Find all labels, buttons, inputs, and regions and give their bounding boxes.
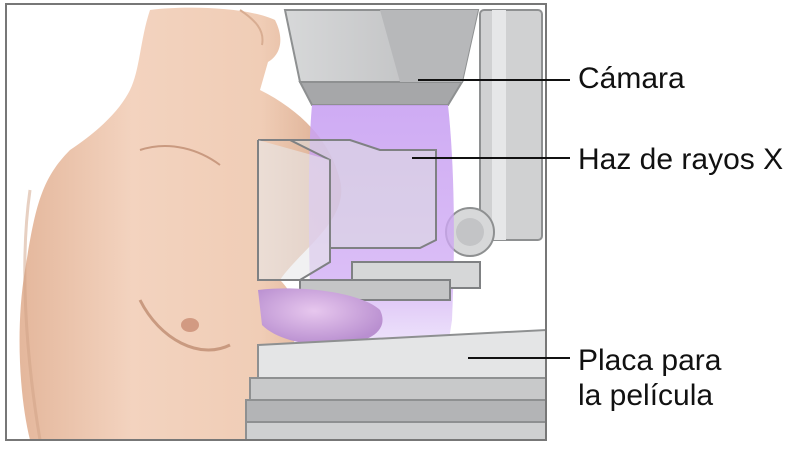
film-plate xyxy=(246,330,546,440)
nipple xyxy=(181,318,199,332)
xray-beam-label: Haz de rayos X xyxy=(578,143,783,177)
film-plate-label-line1: Placa para xyxy=(578,343,721,378)
camera-housing xyxy=(285,10,478,105)
film-plate-label-line2: la película xyxy=(578,378,721,413)
film-plate-label: Placa para la película xyxy=(578,343,721,413)
camera-label: Cámara xyxy=(578,62,685,96)
